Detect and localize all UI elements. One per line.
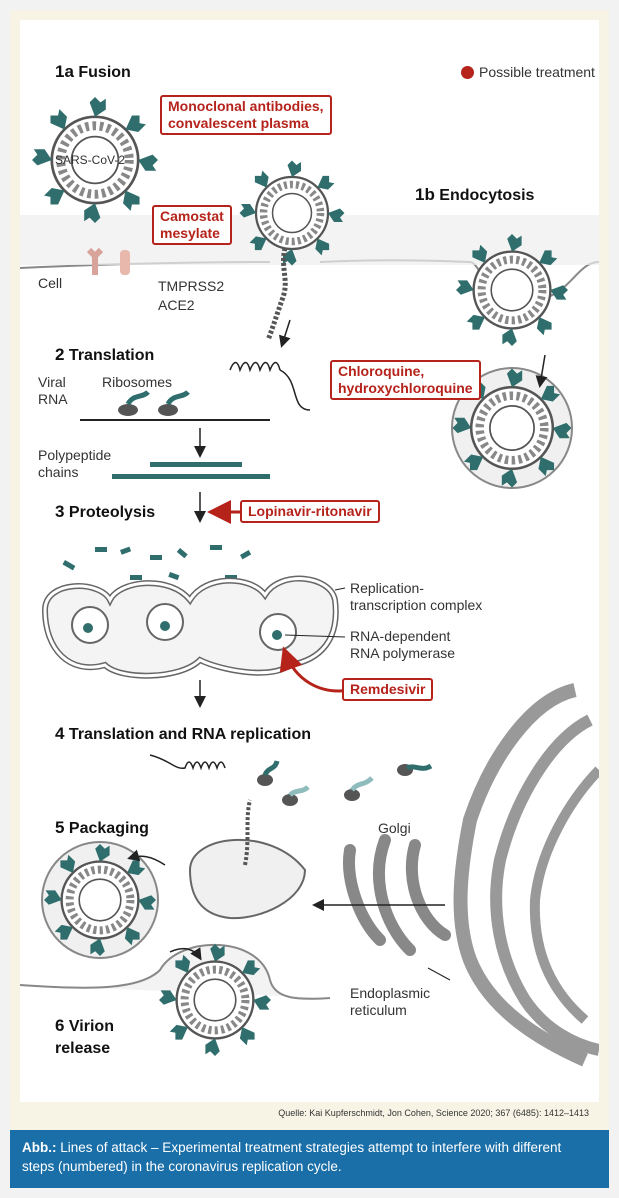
step-4: 4 Translation and RNA replication bbox=[55, 724, 312, 743]
ribosomes-label: Ribosomes bbox=[102, 374, 173, 390]
step-1a: 1a Fusion bbox=[55, 62, 131, 81]
ribosome bbox=[344, 776, 374, 801]
step-3: 3 Proteolysis bbox=[55, 502, 156, 521]
rna-coil bbox=[229, 361, 311, 411]
treatment-chloroquine: Chloroquine,hydroxychloroquine bbox=[330, 360, 481, 400]
ace2-receptor bbox=[120, 250, 130, 275]
polypeptide-chain bbox=[112, 474, 270, 479]
ribosome bbox=[282, 785, 310, 806]
virion-release bbox=[159, 944, 271, 1056]
treatment-remdesivir: Remdesivir bbox=[342, 678, 434, 701]
ribosome bbox=[158, 390, 190, 416]
packaging-vesicle bbox=[188, 839, 307, 920]
ribosome bbox=[118, 390, 150, 416]
rna-strand bbox=[149, 754, 226, 771]
virion-fusing bbox=[240, 161, 345, 266]
endoplasmic-reticulum bbox=[453, 683, 588, 1067]
caption-text: Lines of attack – Experimental treatment… bbox=[22, 1140, 562, 1174]
virus-label: SARS-CoV-2 bbox=[55, 153, 126, 167]
fusion-stalk bbox=[265, 247, 288, 341]
virion-endocytosis bbox=[456, 234, 568, 346]
plasma-membrane-release bbox=[20, 943, 331, 1000]
source-credit: Quelle: Kai Kupferschmidt, Jon Cohen, Sc… bbox=[278, 1108, 589, 1118]
golgi-cistern bbox=[343, 844, 386, 946]
replication-cycle-diagram bbox=[20, 20, 599, 1067]
cell-label: Cell bbox=[38, 275, 63, 291]
figure-caption: Abb.: Lines of attack – Experimental tre… bbox=[10, 1130, 609, 1188]
treatment-lopinavir: Lopinavir-ritonavir bbox=[240, 500, 380, 523]
step-1b: 1b Endocytosis bbox=[415, 185, 535, 204]
ribosome bbox=[397, 763, 433, 776]
tmprss2-label: TMPRSS2 bbox=[158, 278, 225, 294]
virion-packaged bbox=[44, 844, 156, 956]
ribosome bbox=[257, 760, 280, 786]
rtc-label: Replication-transcription complex bbox=[350, 580, 483, 613]
legend-label: Possible treatment bbox=[479, 64, 595, 80]
polypeptide-chain bbox=[150, 462, 242, 467]
protein-fragments bbox=[62, 545, 252, 581]
step-5: 5 Packaging bbox=[55, 818, 149, 837]
ace2-label: ACE2 bbox=[158, 297, 195, 313]
golgi-label: Golgi bbox=[378, 820, 411, 836]
step-2: 2 Translation bbox=[55, 345, 155, 364]
legend: Possible treatment bbox=[461, 64, 595, 81]
tmprss2-receptor bbox=[86, 247, 104, 275]
caption-prefix: Abb.: bbox=[22, 1140, 57, 1155]
treatment-antibodies: Monoclonal antibodies,convalescent plasm… bbox=[160, 95, 332, 135]
treatment-marker-icon bbox=[461, 66, 474, 79]
